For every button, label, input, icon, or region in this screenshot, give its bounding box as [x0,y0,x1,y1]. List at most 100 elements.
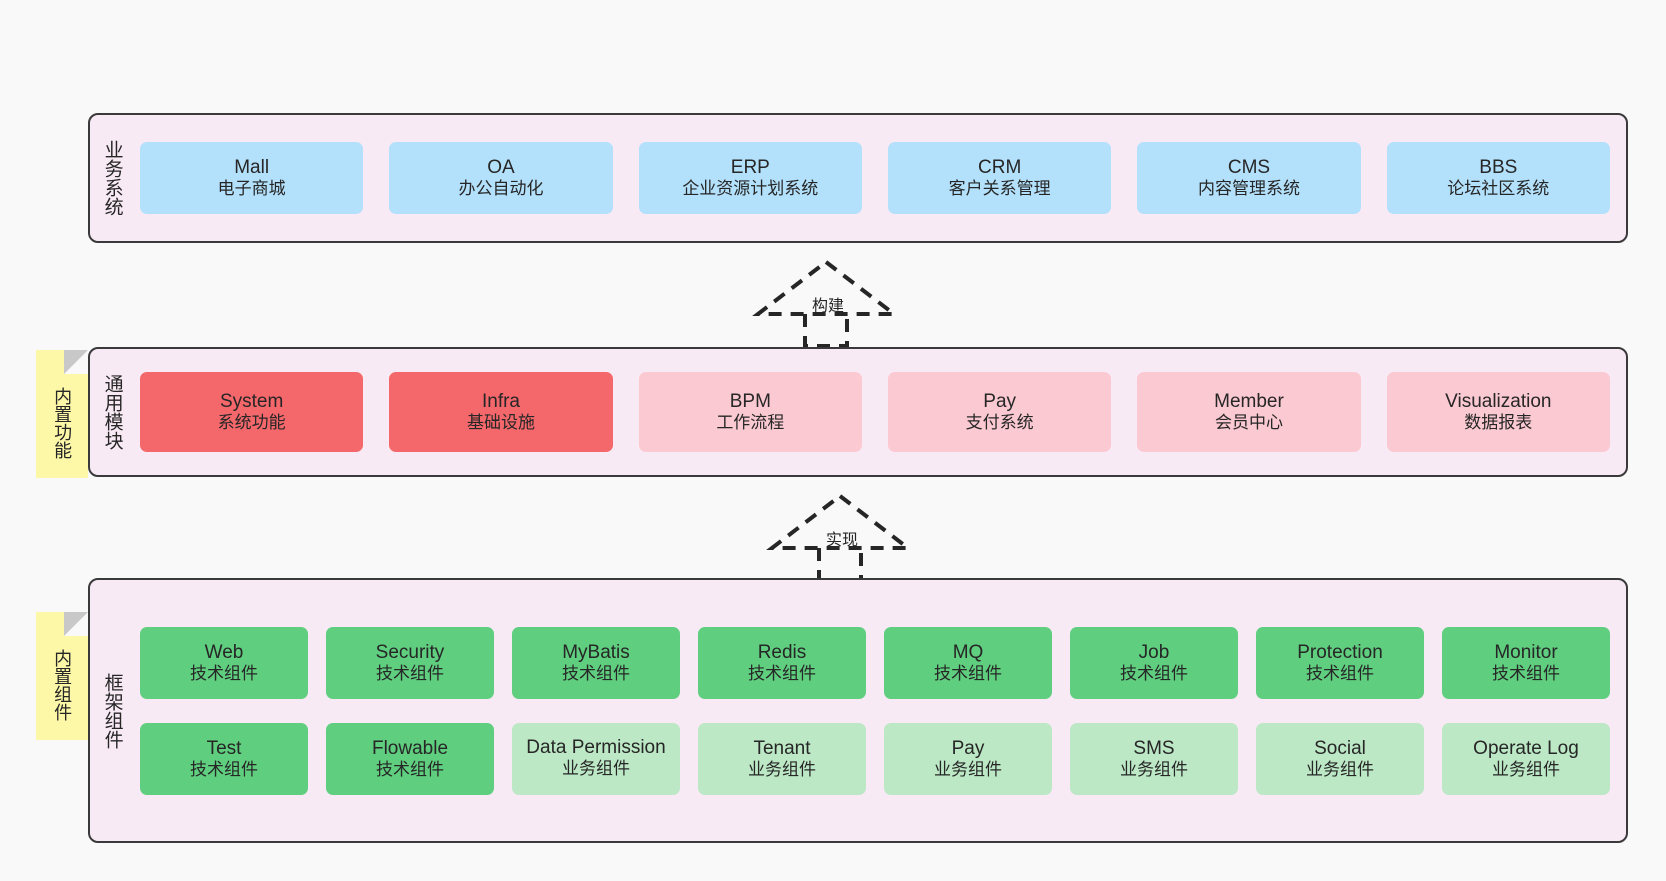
card-test[interactable]: Test 技术组件 [140,722,308,795]
card-protection[interactable]: Protection 技术组件 [1256,626,1424,699]
card-title-cn: 技术组件 [1120,663,1188,683]
card-erp[interactable]: ERP 企业资源计划系统 [638,142,862,214]
card-social[interactable]: Social 业务组件 [1256,722,1424,795]
card-title-cn: 技术组件 [1306,663,1374,683]
card-title-cn: 技术组件 [748,663,816,683]
card-title-en: Pay [983,391,1017,413]
card-title-cn: 业务组件 [748,759,816,779]
card-title-en: Monitor [1494,641,1558,663]
card-title-en: CRM [978,157,1022,179]
card-sms[interactable]: SMS 业务组件 [1070,722,1238,795]
card-title-en: Member [1214,391,1284,413]
card-title-en: Infra [481,391,520,413]
card-title-en: Visualization [1445,391,1552,413]
card-security[interactable]: Security 技术组件 [326,626,494,699]
card-title-cn: 业务组件 [562,758,630,778]
layer-body-business-system: Mall 电子商城 OA 办公自动化 ERP 企业资源计划系统 CRM 客户关系… [134,115,1626,241]
connector-build: 构建 [752,256,900,348]
card-oa[interactable]: OA 办公自动化 [389,142,613,214]
card-title-cn: 论坛社区系统 [1447,179,1550,199]
card-title-en: Redis [757,641,807,663]
card-title-en: Web [204,641,244,663]
card-title-en: Job [1138,641,1170,663]
card-title-cn: 系统功能 [217,413,286,433]
card-title-cn: 客户关系管理 [948,179,1051,199]
card-title-cn: 数据报表 [1464,413,1533,433]
card-bbs[interactable]: BBS 论坛社区系统 [1386,142,1610,214]
card-title-en: Mall [234,157,270,179]
card-title-en: Protection [1297,641,1383,663]
note-builtin-component-label: 内置组件 [52,649,73,721]
card-system[interactable]: System 系统功能 [140,372,364,452]
card-row: System 系统功能 Infra 基础设施 BPM 工作流程 Pay 支付系统… [140,372,1610,452]
card-title-en: Tenant [753,737,811,759]
note-builtin-function: 内置功能 [36,350,88,478]
card-web[interactable]: Web 技术组件 [140,626,308,699]
card-tenant[interactable]: Tenant 业务组件 [698,722,866,795]
card-title-en: System [219,391,284,413]
card-row: Mall 电子商城 OA 办公自动化 ERP 企业资源计划系统 CRM 客户关系… [140,142,1610,214]
card-infra[interactable]: Infra 基础设施 [389,372,613,452]
note-builtin-function-label: 内置功能 [52,387,73,459]
card-title-en: Social [1314,737,1366,759]
card-title-cn: 业务组件 [1120,759,1188,779]
card-title-cn: 企业资源计划系统 [682,179,819,199]
card-title-cn: 会员中心 [1214,413,1283,433]
card-title-cn: 内容管理系统 [1197,179,1300,199]
card-crm[interactable]: CRM 客户关系管理 [887,142,1112,214]
card-member[interactable]: Member 会员中心 [1137,372,1361,452]
card-mybatis[interactable]: MyBatis 技术组件 [512,626,680,699]
card-mq[interactable]: MQ 技术组件 [884,626,1052,699]
card-title-cn: 技术组件 [190,759,258,779]
layer-title-common-module: 通用模块 [101,374,123,450]
layer-title-framework-component: 框架组件 [101,672,123,749]
card-title-cn: 技术组件 [562,663,630,683]
card-mall[interactable]: Mall 电子商城 [140,142,364,214]
card-cms[interactable]: CMS 内容管理系统 [1137,142,1361,214]
card-flowable[interactable]: Flowable 技术组件 [326,722,494,795]
card-bpm[interactable]: BPM 工作流程 [638,372,862,452]
card-title-cn: 业务组件 [1306,759,1374,779]
card-title-en: ERP [730,157,770,179]
card-title-en: Test [206,737,242,759]
card-title-cn: 技术组件 [934,663,1002,683]
layer-body-framework-component: Web 技术组件 Security 技术组件 MyBatis 技术组件 Redi… [134,580,1626,841]
card-title-en: SMS [1133,737,1175,759]
card-title-en: Pay [951,737,985,759]
card-title-en: Operate Log [1473,737,1579,759]
layer-common-module: 通用模块 System 系统功能 Infra 基础设施 BPM 工作流程 Pay… [88,347,1628,477]
card-title-cn: 电子商城 [217,179,286,199]
card-title-en: OA [487,157,515,179]
card-title-en: CMS [1227,157,1271,179]
connector-implement-shape [766,493,914,582]
connector-build-shape [752,259,900,348]
card-title-en: MQ [952,641,984,663]
card-job[interactable]: Job 技术组件 [1070,626,1238,699]
connector-implement-label: 实现 [826,532,859,549]
card-redis[interactable]: Redis 技术组件 [698,626,866,699]
card-title-en: BBS [1479,157,1518,179]
layer-body-common-module: System 系统功能 Infra 基础设施 BPM 工作流程 Pay 支付系统… [134,349,1626,475]
card-operate-log[interactable]: Operate Log 业务组件 [1442,722,1610,795]
card-title-cn: 业务组件 [934,759,1002,779]
card-visualization[interactable]: Visualization 数据报表 [1386,372,1610,452]
card-data-permission[interactable]: Data Permission 业务组件 [512,722,680,795]
card-monitor[interactable]: Monitor 技术组件 [1442,626,1610,699]
card-title-cn: 技术组件 [376,759,444,779]
card-title-cn: 技术组件 [376,663,444,683]
card-title-en: Data Permission [526,736,666,758]
card-title-en: BPM [729,391,771,413]
card-title-cn: 办公自动化 [458,179,544,199]
note-builtin-component: 内置组件 [36,612,88,740]
card-pay-module[interactable]: Pay 支付系统 [887,372,1112,452]
card-pay-component[interactable]: Pay 业务组件 [884,722,1052,795]
card-title-cn: 业务组件 [1492,759,1560,779]
card-title-cn: 技术组件 [1492,663,1560,683]
card-row: Test 技术组件 Flowable 技术组件 Data Permission … [140,722,1610,795]
layer-title-business-system: 业务系统 [101,140,123,216]
card-title-en: Security [375,641,445,663]
connector-build-label: 构建 [812,298,845,315]
card-title-en: MyBatis [562,641,630,663]
card-title-en: Flowable [371,737,449,759]
